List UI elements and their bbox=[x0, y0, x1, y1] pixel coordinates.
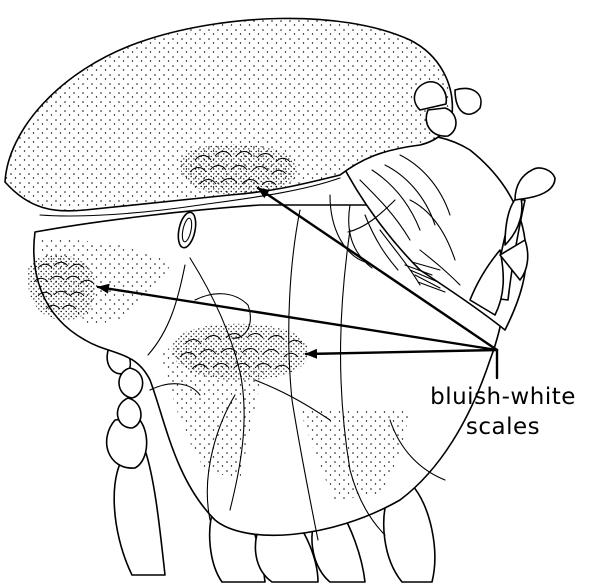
scale-patch-left bbox=[28, 255, 96, 320]
scale-patch-upper bbox=[180, 144, 297, 194]
label-line-2: scales bbox=[466, 414, 540, 440]
scale-patch-center bbox=[172, 324, 309, 381]
label-line-1: bluish-white bbox=[430, 384, 576, 410]
